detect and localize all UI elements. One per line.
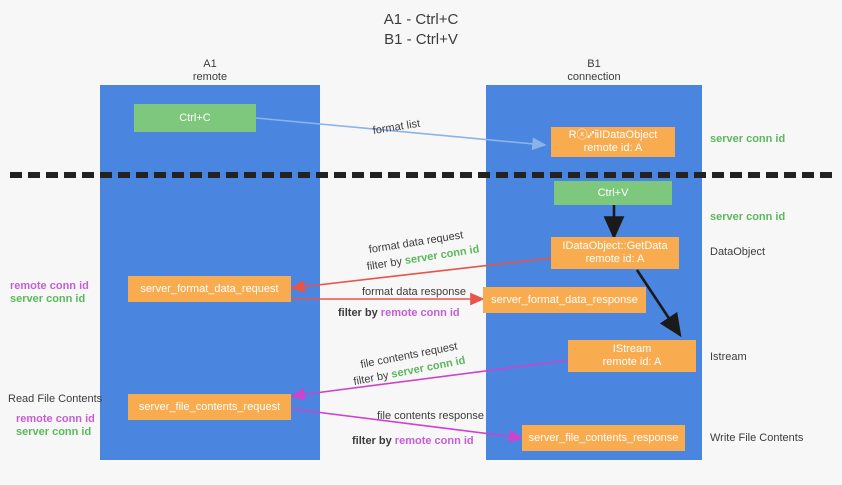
label-filter-file-contents-response: filter by remote conn id — [352, 434, 474, 448]
right-label-server-conn-id-top: server conn id — [710, 133, 786, 145]
box-ctrl-c[interactable]: Ctrl+C — [134, 104, 256, 132]
phase-divider — [10, 172, 832, 178]
remote-conn-id-ref-1: remote conn id — [380, 307, 460, 319]
left-label-server-conn-id-2: server conn id — [16, 426, 92, 438]
filter-by-text-1: filter by — [365, 255, 403, 274]
box-register-dataobject-line2: remote id: A — [583, 142, 643, 154]
box-ctrl-c-label: Ctrl+C — [179, 111, 211, 124]
remote-conn-id-ref-2: remote conn id — [394, 435, 474, 447]
right-label-server-conn-id-mid: server conn id — [710, 211, 786, 223]
label-filter-format-data-response: filter by remote conn id — [338, 306, 460, 320]
box-server-format-data-request[interactable]: server_format_data_request — [128, 276, 291, 302]
lane-a1-sub: remote — [192, 71, 228, 83]
box-register-dataobject[interactable]: Rⓧ⑇ⅱIDataObject remote id: A — [551, 127, 675, 157]
box-getdata-line1: IDataObject::GetData — [562, 240, 668, 252]
label-format-list: format list — [371, 117, 421, 138]
left-label-remote-conn-id-2: remote conn id — [16, 413, 95, 425]
box-server-file-contents-request[interactable]: server_file_contents_request — [128, 394, 291, 420]
lane-b1-name: B1 — [587, 58, 601, 70]
lane-header-a1: A1 remote — [110, 58, 310, 84]
box-istream-line2: remote id: A — [602, 356, 662, 368]
box-server-format-data-response-label: server_format_data_response — [491, 293, 638, 306]
left-label-server-conn-id-1: server conn id — [10, 293, 86, 305]
left-label-remote-conn-id-1: remote conn id — [10, 280, 89, 292]
box-istream-line1: IStream — [612, 343, 652, 355]
diagram-title: A1 - Ctrl+C B1 - Ctrl+V — [0, 10, 842, 50]
lane-header-b1: B1 connection — [494, 58, 694, 84]
lane-b1-sub: connection — [567, 71, 621, 83]
box-istream[interactable]: IStream remote id: A — [568, 340, 696, 372]
box-server-file-contents-request-label: server_file_contents_request — [138, 400, 281, 413]
title-line-2: B1 - Ctrl+V — [384, 31, 458, 48]
right-label-dataobject: DataObject — [710, 246, 766, 258]
box-register-dataobject-line1: Rⓧ⑇ⅱIDataObject — [568, 129, 658, 141]
box-server-format-data-request-label: server_format_data_request — [140, 282, 279, 295]
box-server-file-contents-response-label: server_file_contents_response — [528, 431, 679, 444]
box-getdata-line2: remote id: A — [585, 253, 645, 265]
box-server-format-data-response[interactable]: server_format_data_response — [483, 287, 646, 313]
label-format-data-response: format data response — [362, 286, 466, 298]
filter-by-text-4: filter by — [352, 435, 392, 447]
filter-by-text-3: filter by — [352, 369, 390, 389]
label-file-contents-response: file contents response — [377, 410, 485, 422]
left-label-read-file-contents: Read File Contents — [8, 393, 103, 405]
right-label-write-file-contents: Write File Contents — [710, 432, 804, 444]
box-getdata[interactable]: IDataObject::GetData remote id: A — [551, 237, 679, 269]
box-ctrl-v-label: Ctrl+V — [597, 186, 629, 199]
box-ctrl-v[interactable]: Ctrl+V — [554, 181, 672, 205]
right-label-istream: Istream — [710, 351, 747, 363]
lane-a1-name: A1 — [203, 58, 217, 70]
box-server-file-contents-response[interactable]: server_file_contents_response — [522, 425, 685, 451]
title-line-1: A1 - Ctrl+C — [383, 11, 459, 28]
filter-by-text-2: filter by — [338, 307, 378, 319]
